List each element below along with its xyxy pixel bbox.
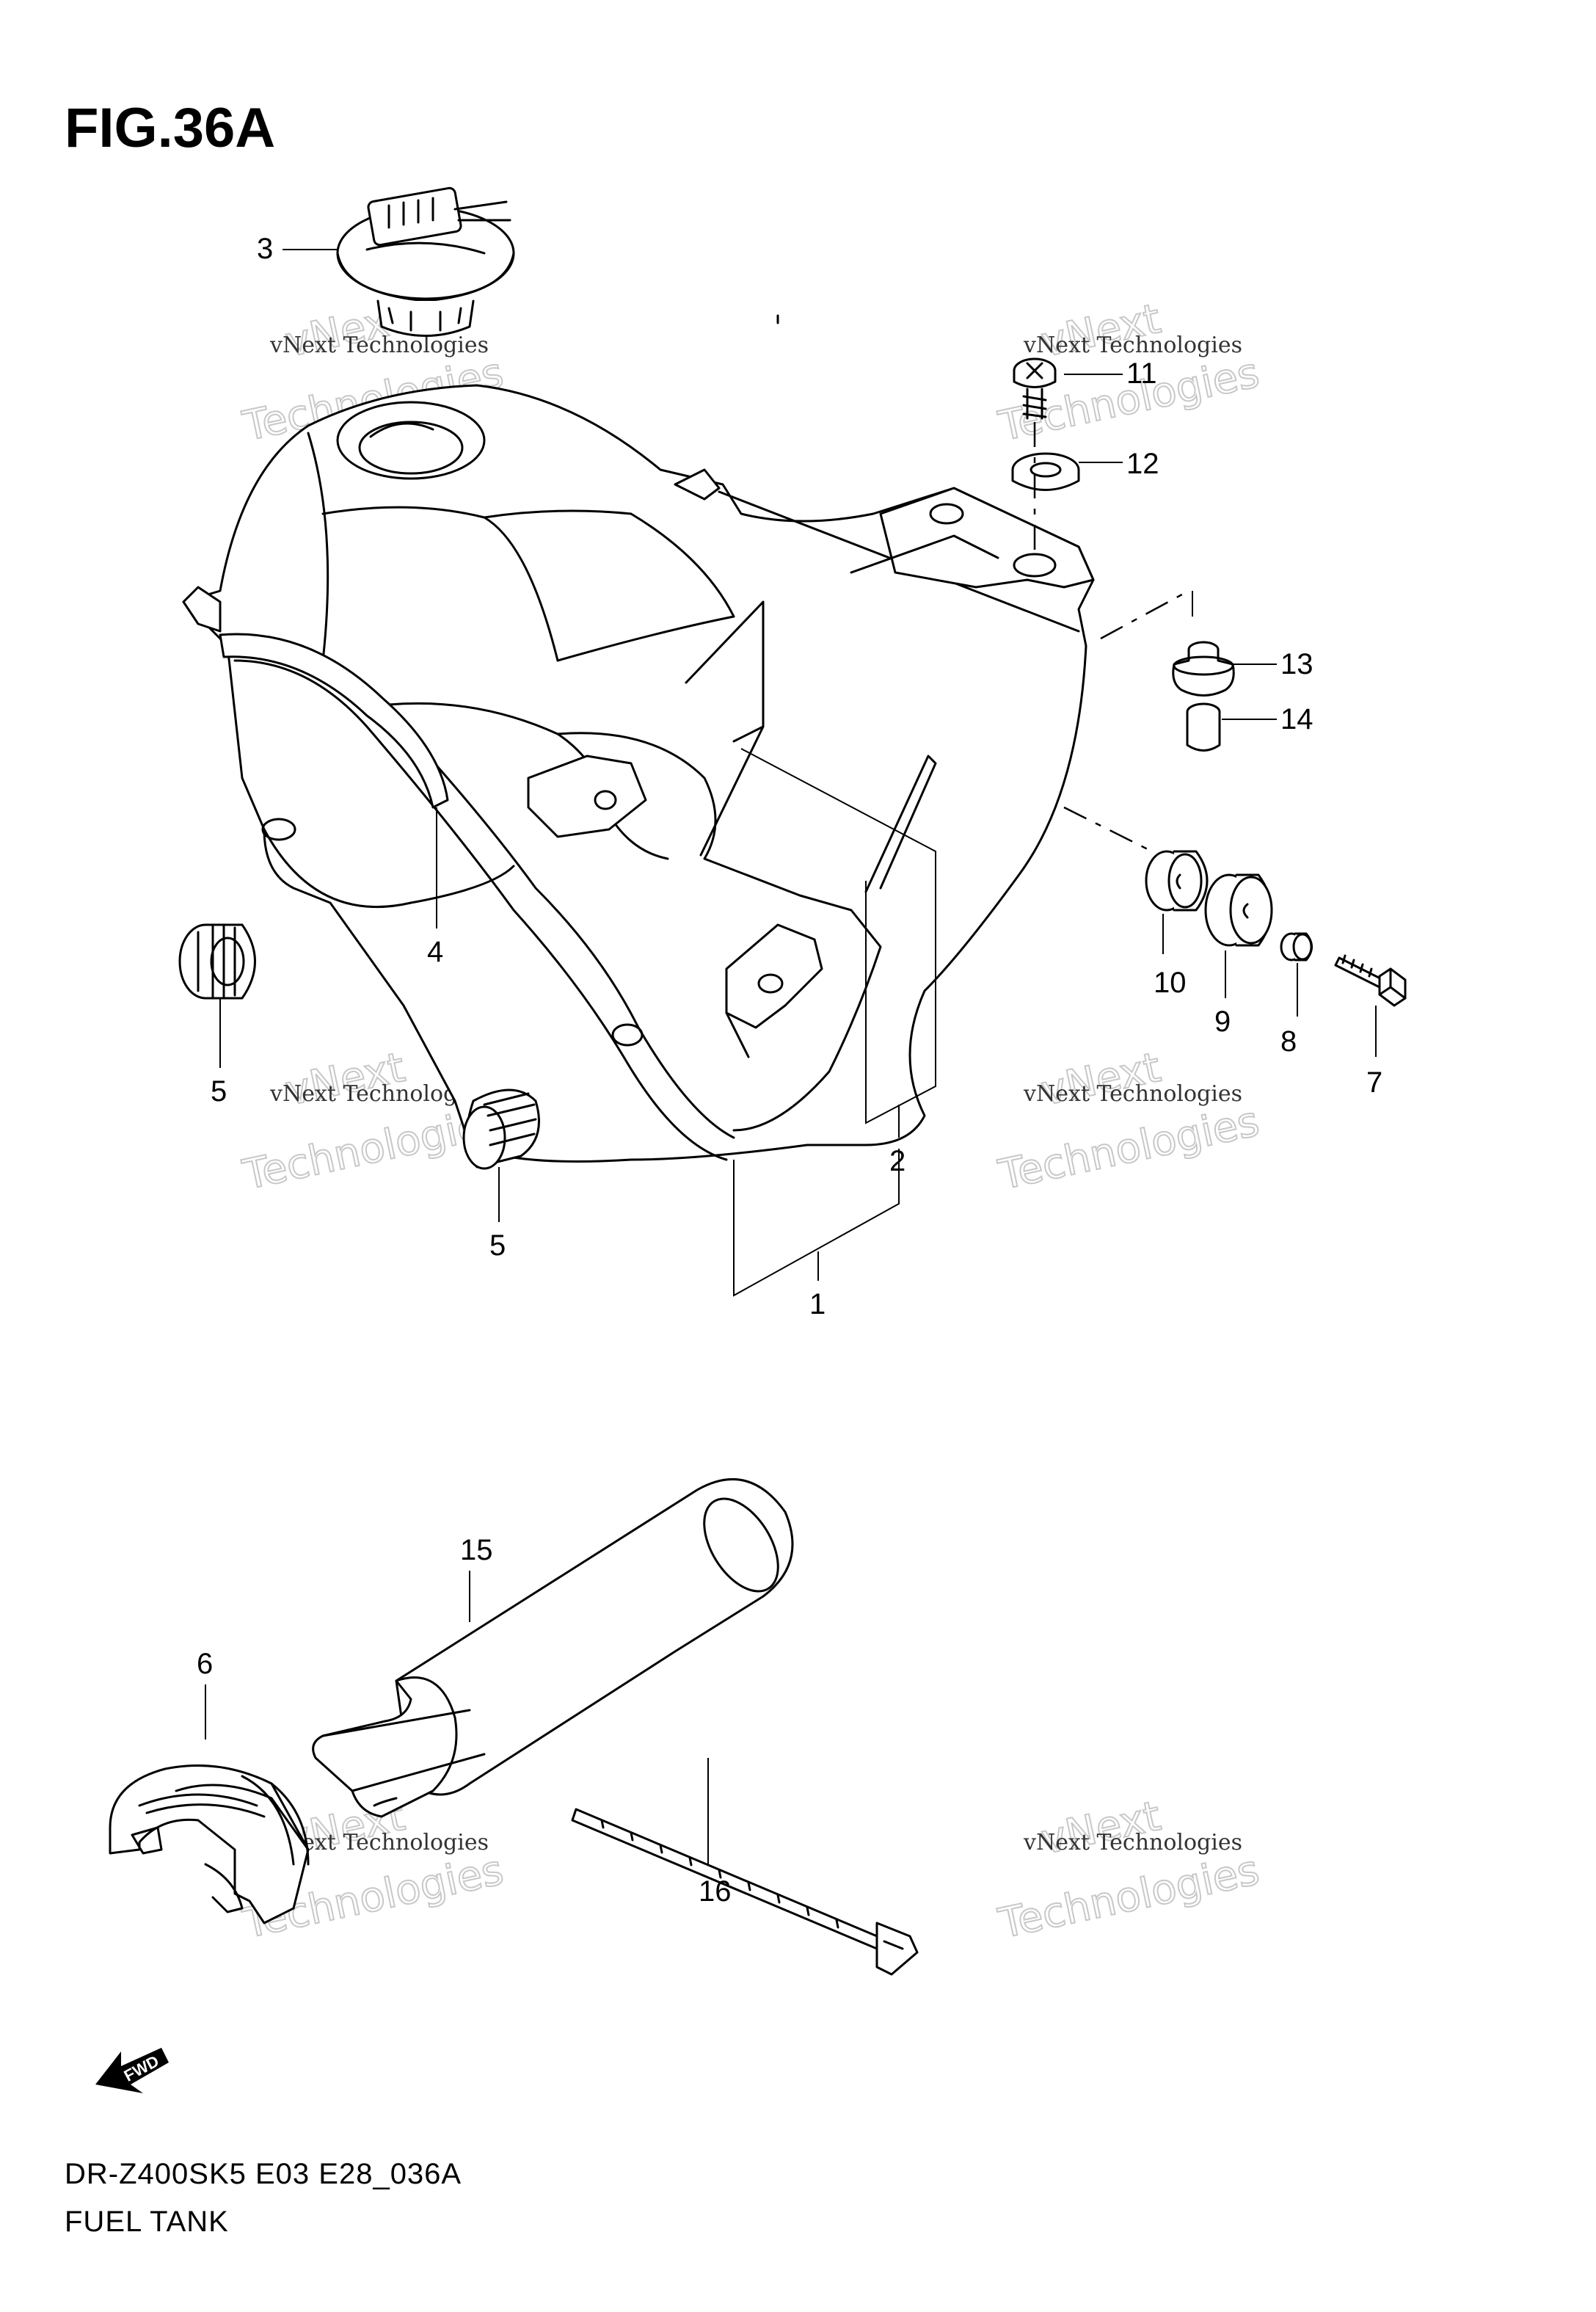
leader-lines — [205, 249, 1377, 1864]
callout-5-right: 5 — [489, 1229, 506, 1262]
spacer-part-16 — [1186, 702, 1221, 752]
forward-arrow-icon: FWD — [95, 2048, 169, 2093]
model-code: DR-Z400SK5 E03 E28_036A — [65, 2158, 462, 2190]
callout-1: 1 — [809, 1288, 826, 1320]
cushion-part-12 — [1145, 850, 1209, 912]
fuel-tank-part-1 — [182, 314, 1095, 1163]
callout-7: 16 — [699, 1875, 732, 1908]
fwd-label: FWD — [121, 2051, 162, 2085]
svg-text:vNext Technologies: vNext Technologies — [269, 332, 489, 358]
callout-14: 12 — [1126, 448, 1159, 480]
callout-4: 4 — [427, 936, 443, 968]
center-line-15 — [1100, 589, 1189, 640]
breather-hose-part-4 — [219, 633, 449, 809]
callout-16: 14 — [1280, 703, 1313, 735]
svg-text:vNext Technologies: vNext Technologies — [1023, 332, 1242, 358]
clamp-part-6 — [109, 1764, 310, 1924]
cable-tie-part-7 — [571, 1808, 919, 1976]
callout-3: 3 — [257, 233, 273, 265]
diagram-caption: FUEL TANK — [65, 2206, 229, 2238]
callout-6: 6 — [197, 1648, 213, 1680]
callout-2: 2 — [889, 1145, 906, 1177]
svg-text:Technologies: Technologies — [994, 1847, 1263, 1949]
callout-12: 10 — [1154, 967, 1187, 999]
watermark-6: vNext Technologies vNext Technologies — [994, 1792, 1264, 1949]
cushion-part-11 — [1204, 873, 1273, 947]
protector-part-8 — [312, 1478, 794, 1818]
collar-part-10 — [1280, 932, 1313, 961]
heat-shield-part-2 — [685, 600, 937, 893]
callout-8: 15 — [460, 1534, 493, 1566]
washer-part-14 — [1011, 452, 1080, 491]
watermark-4: vNext Technologies vNext Technologies — [994, 1043, 1264, 1200]
figure-title: FIG.36A — [65, 97, 275, 159]
damper-part-15 — [1172, 641, 1235, 697]
fuel-cap-part-3 — [336, 186, 515, 337]
cushion-part-5-right — [462, 1088, 540, 1170]
callout-10: 8 — [1280, 1025, 1297, 1058]
bolt-part-9 — [1334, 954, 1407, 1007]
callout-11: 9 — [1214, 1006, 1231, 1038]
svg-text:Technologies: Technologies — [994, 1098, 1263, 1200]
center-line-12 — [1063, 806, 1153, 853]
bolt-part-13 — [1013, 357, 1057, 420]
callout-15: 13 — [1280, 648, 1313, 680]
callout-5-left: 5 — [211, 1075, 227, 1108]
svg-text:vNext Technologies: vNext Technologies — [1023, 1081, 1242, 1107]
cushion-part-5-left — [178, 923, 256, 1000]
svg-text:vNext Technologies: vNext Technologies — [1023, 1830, 1242, 1855]
callouts: 3 11 12 13 14 4 10 9 8 7 5 2 5 1 15 6 16 — [197, 233, 1382, 1908]
callout-13: 11 — [1126, 357, 1157, 390]
callout-9: 7 — [1366, 1066, 1382, 1099]
